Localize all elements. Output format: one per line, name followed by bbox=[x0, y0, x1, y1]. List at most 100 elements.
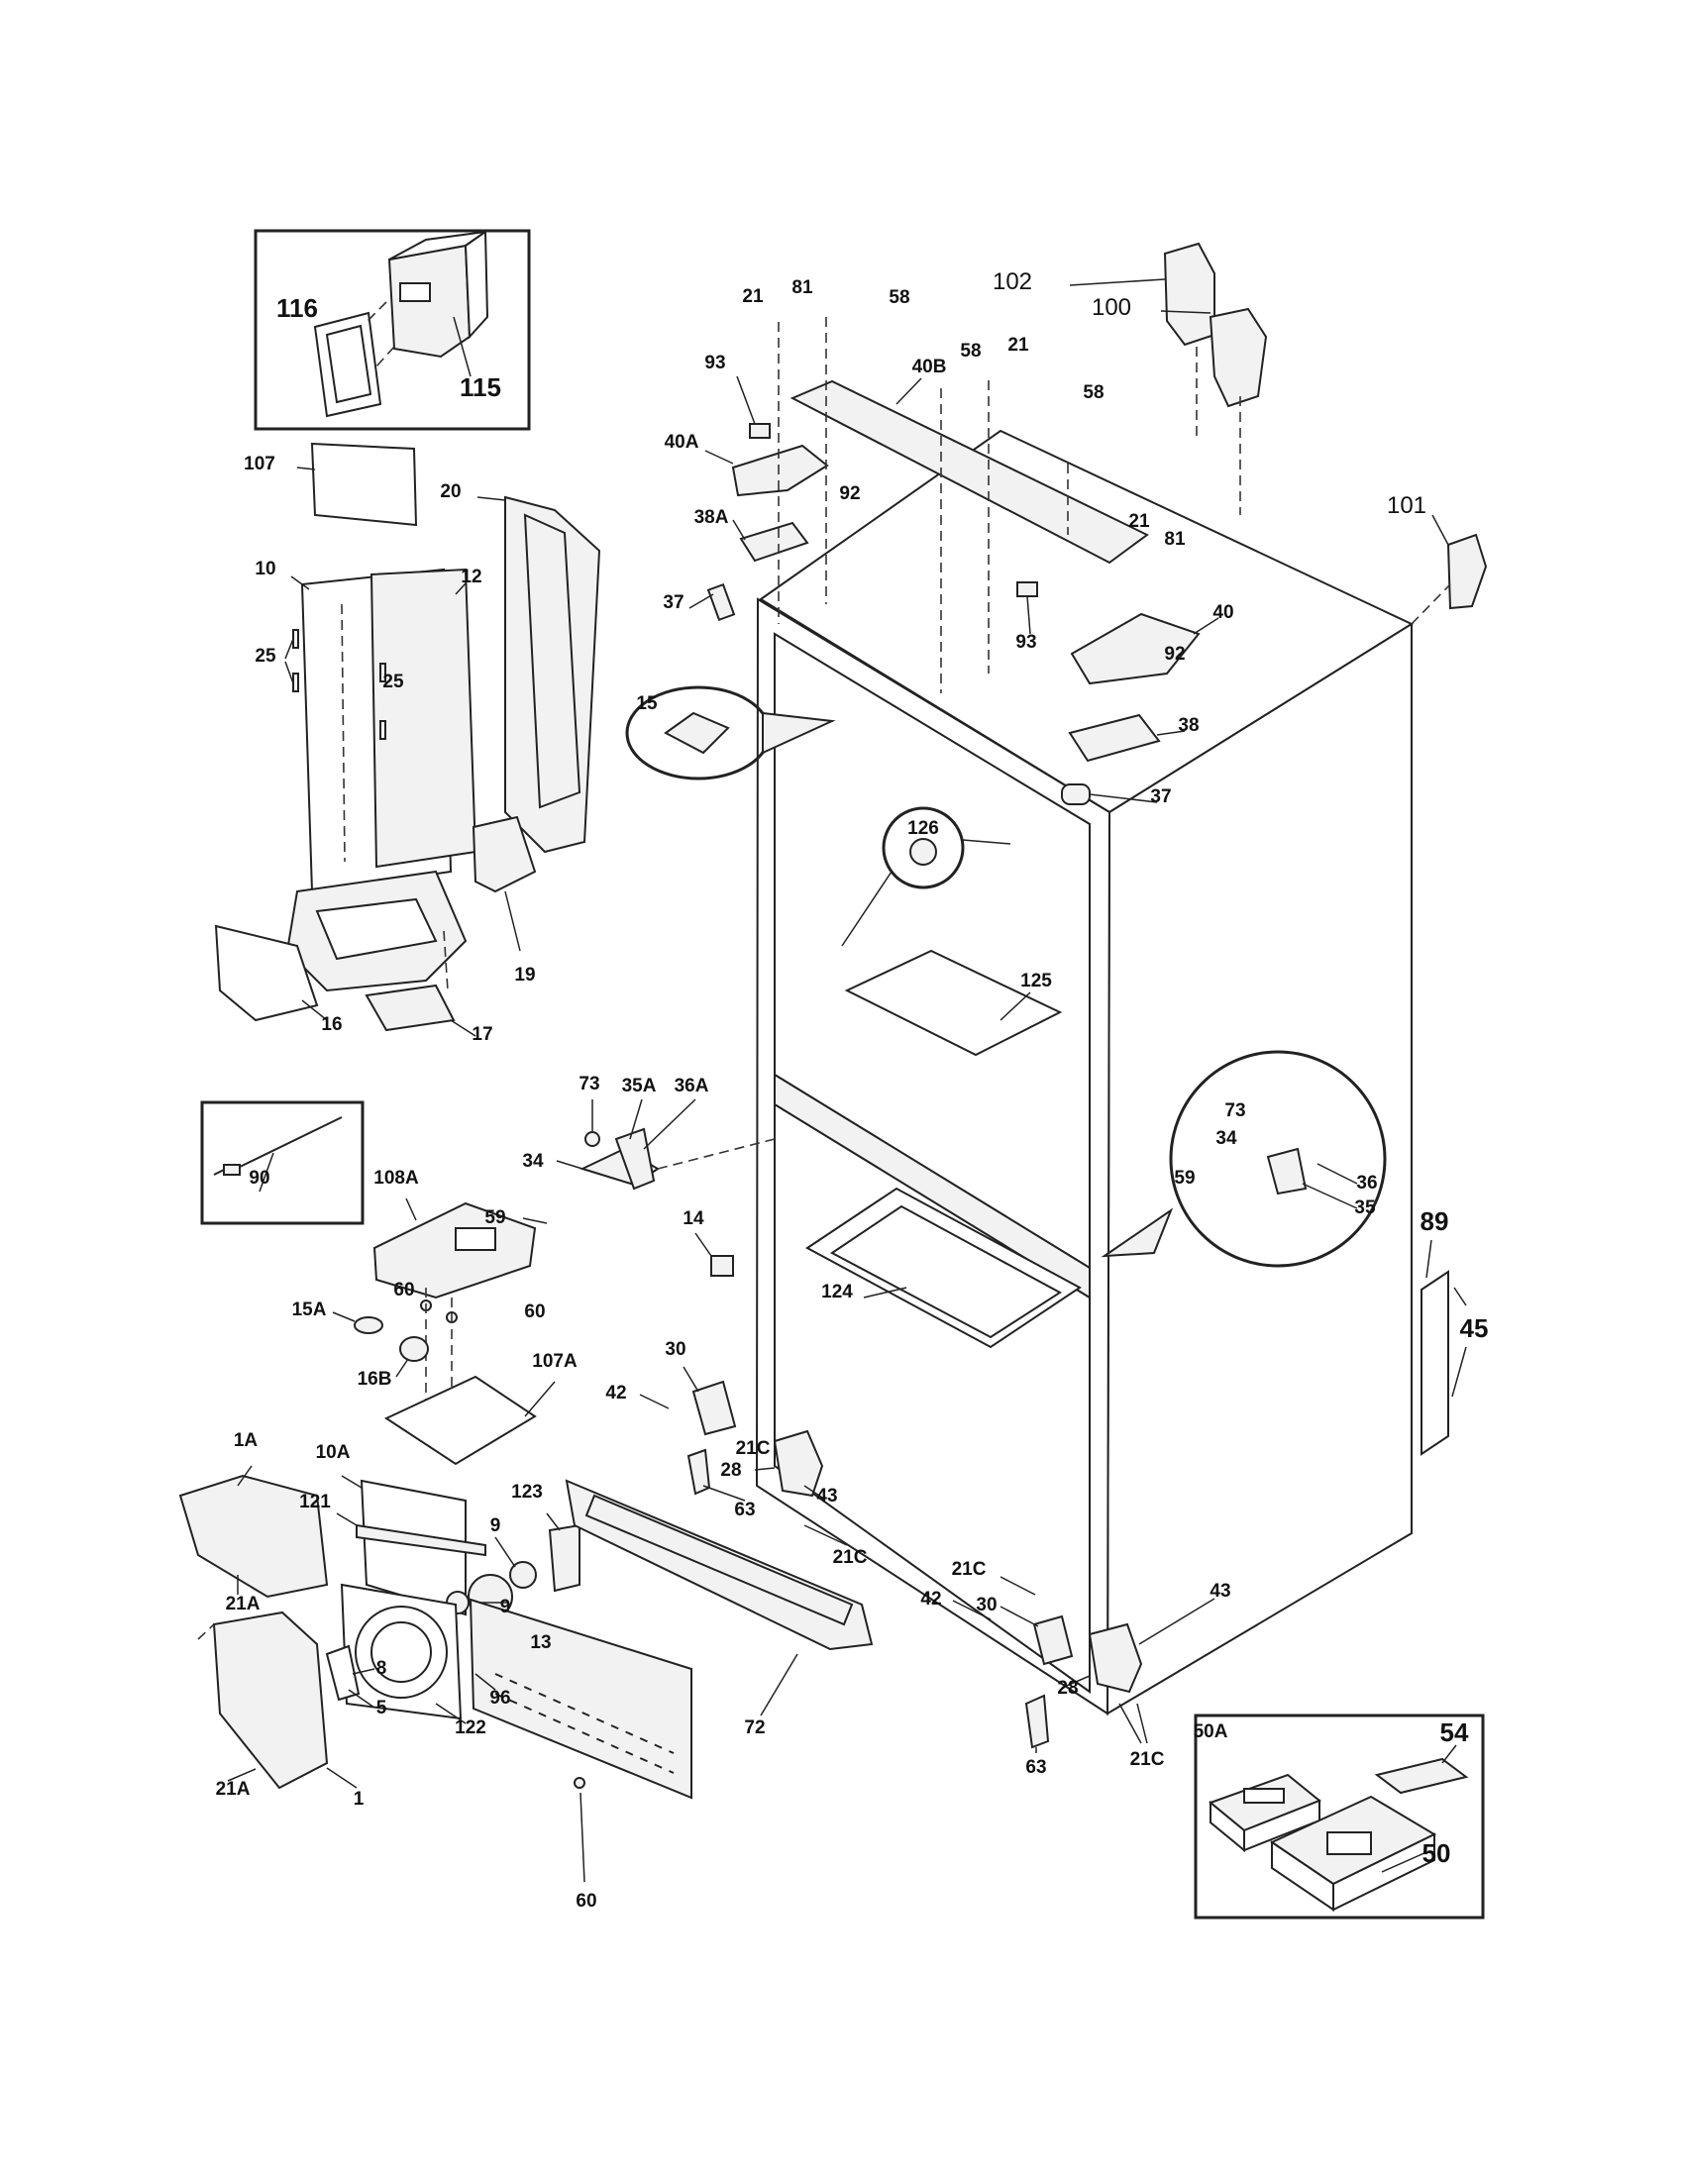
callout-9b: 9 bbox=[500, 1597, 511, 1617]
callout-126: 126 bbox=[907, 818, 939, 839]
callout-72: 72 bbox=[744, 1717, 765, 1738]
callout-92b: 92 bbox=[1164, 644, 1185, 665]
callout-13: 13 bbox=[530, 1632, 551, 1653]
callout-21b: 21 bbox=[1007, 335, 1029, 356]
callout-36A: 36A bbox=[675, 1076, 709, 1096]
callout-19: 19 bbox=[514, 965, 535, 986]
callout-59b: 59 bbox=[1174, 1168, 1195, 1189]
callout-30b: 30 bbox=[976, 1595, 997, 1615]
callout-17: 17 bbox=[472, 1024, 492, 1045]
top-hinge-assembly bbox=[688, 242, 1488, 805]
ice-chute-assembly bbox=[214, 442, 601, 1037]
callout-38A: 38A bbox=[694, 507, 729, 528]
callout-21Cd: 21C bbox=[1130, 1749, 1165, 1770]
callout-58c: 58 bbox=[1083, 382, 1104, 403]
callout-21Cb: 21C bbox=[833, 1547, 868, 1568]
callout-35: 35 bbox=[1354, 1197, 1376, 1218]
callout-60c: 60 bbox=[576, 1891, 596, 1912]
callout-50A: 50A bbox=[1194, 1721, 1228, 1742]
callout-124: 124 bbox=[821, 1282, 853, 1302]
callout-81a: 81 bbox=[791, 277, 813, 298]
callout-60b: 60 bbox=[524, 1301, 545, 1322]
callout-92a: 92 bbox=[839, 483, 860, 504]
callout-93a: 93 bbox=[704, 353, 725, 373]
callout-12: 12 bbox=[461, 567, 481, 587]
callout-116: 116 bbox=[276, 293, 318, 323]
callout-60a: 60 bbox=[393, 1280, 414, 1300]
callout-5: 5 bbox=[376, 1698, 387, 1718]
callout-36: 36 bbox=[1356, 1173, 1377, 1194]
callout-40: 40 bbox=[1212, 602, 1233, 623]
callout-21Cc: 21C bbox=[952, 1559, 987, 1580]
callout-21Ca: 21C bbox=[736, 1438, 771, 1459]
callout-1: 1 bbox=[354, 1789, 365, 1810]
callout-15A: 15A bbox=[292, 1300, 327, 1320]
callout-115: 115 bbox=[460, 372, 501, 402]
callout-107A: 107A bbox=[532, 1351, 578, 1372]
callout-50: 50 bbox=[1422, 1838, 1451, 1868]
callout-38: 38 bbox=[1178, 715, 1199, 736]
callout-58a: 58 bbox=[889, 287, 909, 308]
callout-37a: 37 bbox=[663, 592, 684, 613]
callout-89: 89 bbox=[1421, 1206, 1449, 1236]
callout-108A: 108A bbox=[373, 1168, 419, 1189]
callout-37b: 37 bbox=[1150, 786, 1171, 807]
inset-ice-bucket-gasket bbox=[254, 229, 531, 431]
callout-107: 107 bbox=[244, 454, 275, 474]
callout-43a: 43 bbox=[816, 1486, 837, 1507]
callout-96: 96 bbox=[489, 1688, 510, 1709]
callout-9a: 9 bbox=[490, 1515, 501, 1536]
callout-10A: 10A bbox=[316, 1442, 351, 1463]
callout-21c: 21 bbox=[1128, 511, 1150, 532]
callout-101: 101 bbox=[1387, 492, 1426, 519]
callout-40B: 40B bbox=[912, 357, 947, 377]
callout-16: 16 bbox=[321, 1014, 342, 1035]
callout-21a: 21 bbox=[742, 286, 764, 307]
callout-90: 90 bbox=[249, 1168, 269, 1189]
callout-30a: 30 bbox=[665, 1339, 685, 1360]
callout-25b: 25 bbox=[382, 672, 404, 692]
callout-42b: 42 bbox=[920, 1589, 941, 1610]
callout-28a: 28 bbox=[720, 1460, 741, 1481]
callout-42a: 42 bbox=[605, 1383, 626, 1404]
dispenser-assembly bbox=[178, 1197, 692, 1883]
callout-54: 54 bbox=[1440, 1717, 1469, 1747]
callout-34a: 34 bbox=[522, 1151, 544, 1172]
callout-20: 20 bbox=[440, 481, 461, 502]
callout-21Ab: 21A bbox=[216, 1779, 251, 1800]
callout-14: 14 bbox=[683, 1208, 704, 1229]
callout-125: 125 bbox=[1020, 971, 1052, 991]
callout-8: 8 bbox=[376, 1658, 387, 1679]
middle-and-bottom-hardware bbox=[522, 1098, 1467, 1753]
callout-73a: 73 bbox=[579, 1074, 599, 1094]
inset-control-boards bbox=[1194, 1714, 1485, 1920]
callout-35A: 35A bbox=[622, 1076, 657, 1096]
callout-43b: 43 bbox=[1210, 1581, 1230, 1602]
callout-34b: 34 bbox=[1215, 1128, 1237, 1149]
callout-100: 100 bbox=[1092, 294, 1131, 321]
cabinet-shell bbox=[565, 429, 1415, 1716]
callout-1A: 1A bbox=[234, 1430, 259, 1451]
callout-16B: 16B bbox=[358, 1369, 392, 1390]
inset-probe bbox=[200, 1100, 365, 1225]
callout-123: 123 bbox=[511, 1482, 543, 1503]
callout-121: 121 bbox=[299, 1492, 331, 1512]
callout-59a: 59 bbox=[484, 1207, 505, 1228]
callout-21Aa: 21A bbox=[226, 1594, 261, 1614]
callout-15: 15 bbox=[636, 693, 658, 714]
callout-63b: 63 bbox=[1025, 1757, 1046, 1778]
callout-63a: 63 bbox=[734, 1500, 755, 1520]
callout-58b: 58 bbox=[960, 341, 981, 362]
callout-45: 45 bbox=[1460, 1313, 1489, 1343]
callout-81b: 81 bbox=[1164, 529, 1186, 550]
callout-10: 10 bbox=[255, 559, 275, 579]
callout-93b: 93 bbox=[1015, 632, 1036, 653]
callout-102: 102 bbox=[993, 268, 1032, 295]
callout-73b: 73 bbox=[1224, 1100, 1245, 1121]
callout-122: 122 bbox=[455, 1717, 486, 1738]
callout-25a: 25 bbox=[255, 646, 276, 667]
callout-40A: 40A bbox=[665, 432, 699, 453]
